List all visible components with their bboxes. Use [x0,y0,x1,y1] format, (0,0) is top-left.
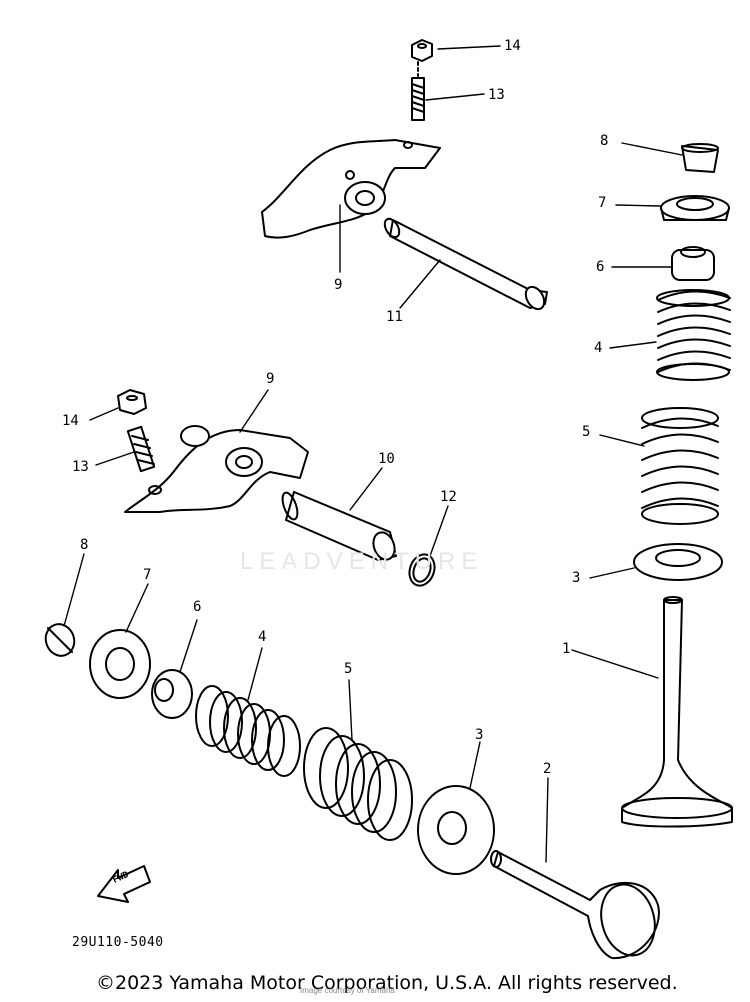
callout-right-retainer: 7 [598,195,607,211]
callout-upper-nut: 14 [504,38,521,54]
forward-arrow-icon [97,865,151,903]
right-valve-collet [681,143,719,173]
left-spring-retainer [89,629,151,699]
drawing-code: 29U110-5040 [72,935,164,950]
callout-left-inner-spring: 4 [258,629,267,645]
callout-lower-shaft: 10 [378,451,395,467]
source-note: Image courtesy of Yamaha [300,986,395,995]
lower-lock-nut [117,389,147,415]
callout-left-seal: 6 [193,599,202,615]
lower-rocker-shaft [281,491,397,561]
left-valve [490,850,660,960]
upper-rocker-shaft [383,217,548,311]
right-valve [621,596,733,828]
callout-lower-adjuster: 13 [72,459,89,475]
callout-lower-nut: 14 [62,413,79,429]
left-inner-spring [195,685,301,777]
lower-rocker-arm [124,425,309,513]
callout-lower-rocker-arm: 9 [266,371,275,387]
right-inner-spring [656,289,731,381]
callout-upper-shaft: 11 [386,309,403,325]
callout-o-ring: 12 [440,489,457,505]
callout-left-collet: 8 [80,537,89,553]
copyright-notice: ©2023 Yamaha Motor Corporation, U.S.A. A… [96,972,678,994]
right-valve-seal [671,246,715,281]
right-spring-retainer [660,195,730,221]
callout-left-seat: 3 [475,727,484,743]
leader-lines [63,45,683,863]
left-outer-spring [303,727,413,841]
upper-rocker-arm [261,139,441,239]
callout-right-outer-spring: 5 [582,424,591,440]
callout-right-valve: 1 [562,641,571,657]
right-outer-spring [641,407,719,525]
callout-left-retainer: 7 [143,567,152,583]
callout-right-collet: 8 [600,133,609,149]
right-spring-seat [633,543,723,581]
left-valve-seal [151,669,193,719]
upper-lock-nut [411,39,433,62]
callout-left-valve: 2 [543,761,552,777]
callout-upper-rocker-arm: 9 [334,277,343,293]
left-spring-seat [417,785,495,875]
callout-upper-adjuster: 13 [488,87,505,103]
callout-right-inner-spring: 4 [594,340,603,356]
callout-right-seal: 6 [596,259,605,275]
left-valve-collet [44,623,76,657]
callout-right-seat: 3 [572,570,581,586]
upper-adjuster-screw [411,61,425,121]
o-ring [408,553,436,587]
watermark: LEADVENTURE [240,548,484,575]
callout-left-outer-spring: 5 [344,661,353,677]
lower-adjuster-screw [126,425,156,473]
